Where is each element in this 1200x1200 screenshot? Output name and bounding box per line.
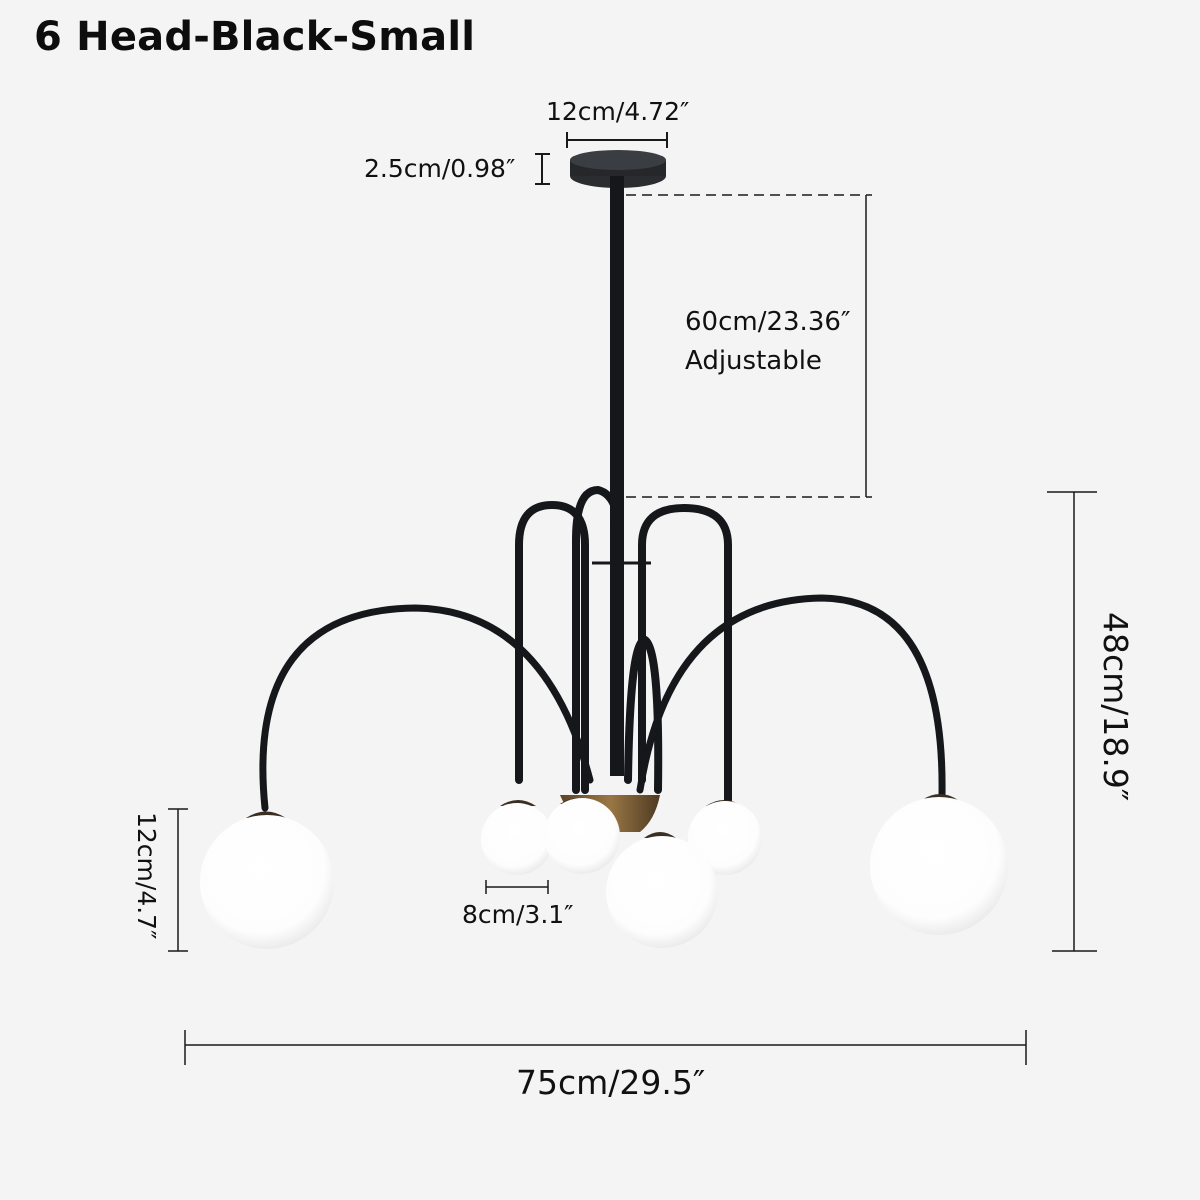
small-globe-2 [544,798,620,874]
canopy-height-label: 2.5cm/0.98″ [364,154,516,183]
canopy-diameter-label: 12cm/4.72″ [546,97,690,126]
dimension-lines [168,132,1097,1065]
large-globe-center [606,836,718,948]
rod-adjustable-label: Adjustable [685,346,822,376]
body-height-label: 48cm/18.9″ [1096,612,1135,802]
rod-length-label: 60cm/23.36″ [685,307,851,337]
frame-arches [259,594,946,812]
large-globe-diameter-label: 12cm/4.7″ [132,812,161,940]
small-globe-1 [481,803,553,875]
large-globe-left [200,815,334,949]
large-globe-right [870,797,1008,935]
small-globe-diameter-label: 8cm/3.1″ [462,900,574,929]
small-globe-3 [688,801,762,875]
globes [200,797,1008,949]
product-title: 6 Head-Black-Small [34,14,476,60]
down-rod [610,176,624,776]
overall-width-label: 75cm/29.5″ [516,1063,706,1102]
